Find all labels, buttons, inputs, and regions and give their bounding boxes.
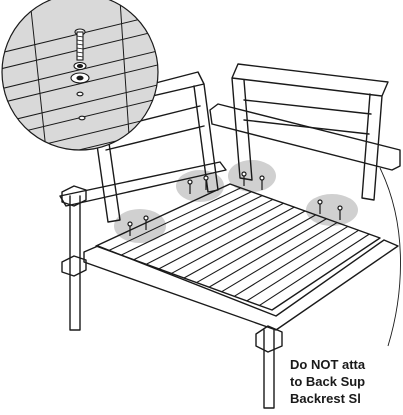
- flat-washer-icon: [70, 72, 90, 84]
- seat-slat: [221, 222, 338, 293]
- zoom-inset: [1, 0, 159, 151]
- bolt: [259, 175, 265, 190]
- callout-line-2: to Back Sup: [290, 374, 366, 389]
- leg-front-center: [255, 325, 283, 409]
- inset-bolt-assembly: [70, 28, 90, 121]
- bolt: [187, 179, 193, 194]
- bolt: [317, 199, 323, 214]
- callout-line-3: Backrest Sl: [290, 391, 361, 406]
- seat-slat: [233, 225, 349, 297]
- seat-slats: [108, 187, 370, 306]
- seat-frame: [95, 183, 381, 311]
- callout-note: Do NOT atta to Back Sup Backrest Sl: [290, 356, 403, 407]
- seat-slat: [183, 210, 306, 279]
- seat-slat: [258, 233, 370, 306]
- callout-line-1: Do NOT atta: [290, 357, 366, 372]
- bolts: [127, 171, 343, 236]
- seat-slat: [208, 218, 327, 288]
- seat-slat: [145, 198, 274, 265]
- seat-slat: [108, 187, 242, 252]
- lock-washer-icon: [73, 61, 87, 71]
- seat-slat: [246, 229, 360, 302]
- seat-slat: [120, 191, 252, 256]
- front-frame: [83, 239, 399, 331]
- seat-slat: [133, 195, 263, 261]
- bolt: [127, 221, 133, 236]
- right-backrest-panel: [231, 63, 389, 201]
- seat-slat: [196, 214, 317, 284]
- seat-slat: [170, 206, 295, 274]
- bolt: [337, 205, 343, 220]
- bolt: [143, 215, 149, 230]
- back-support-rail: [209, 103, 401, 171]
- seat-slat: [158, 202, 285, 270]
- leg-front-left: [61, 185, 87, 331]
- bolt: [241, 171, 247, 186]
- chair-frame: [59, 63, 401, 409]
- callout-leader: [379, 167, 401, 347]
- bolt-icon: [74, 28, 86, 61]
- hole-icon: [76, 91, 86, 121]
- bolt: [203, 175, 209, 190]
- left-backrest-panel: [91, 71, 219, 223]
